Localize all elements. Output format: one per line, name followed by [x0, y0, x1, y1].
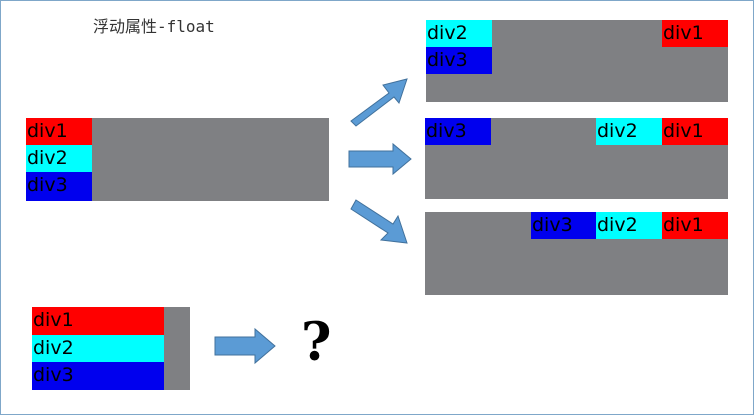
result-bottom-div3: div3 [531, 212, 597, 239]
source-div2: div2 [26, 145, 92, 172]
question-div2: div2 [32, 335, 164, 362]
question-div1: div1 [32, 307, 164, 335]
arrow-up-right-icon [350, 78, 408, 127]
result-container-bottom: div3 div2 div1 [425, 212, 728, 295]
arrow-down-right-icon [350, 199, 408, 244]
source-div1: div1 [26, 118, 92, 145]
result-middle-div2: div2 [596, 118, 662, 145]
result-bottom-div1: div1 [662, 212, 728, 239]
diagram-title: 浮动属性-float [93, 17, 215, 36]
result-middle-div1: div1 [662, 118, 728, 145]
result-container-top: div2 div1 div3 [426, 20, 728, 102]
source-div3: div3 [26, 172, 92, 201]
result-top-div2: div2 [426, 20, 492, 47]
source-container: div1 div2 div3 [26, 118, 329, 201]
arrow-right-question-icon [214, 327, 276, 365]
arrow-right-icon [348, 142, 412, 176]
result-bottom-div2: div2 [596, 212, 662, 239]
result-middle-div3: div3 [425, 118, 491, 145]
question-div3: div3 [32, 362, 164, 390]
question-mark: ? [301, 312, 332, 373]
question-container: div1 div2 div3 [32, 307, 190, 390]
result-top-div3: div3 [426, 47, 492, 74]
result-container-middle: div3 div2 div1 [425, 118, 728, 199]
result-top-div1: div1 [662, 20, 728, 47]
